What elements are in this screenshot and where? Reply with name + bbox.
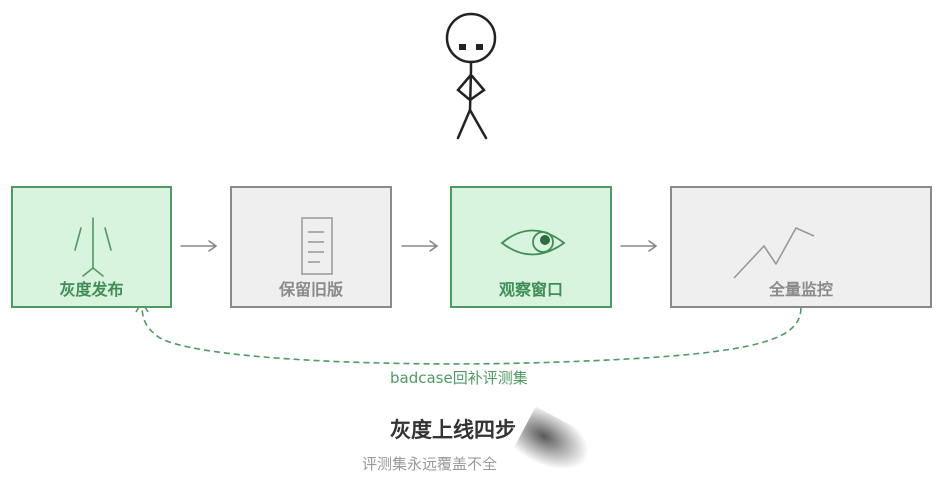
- step-label: 全量监控: [768, 280, 833, 299]
- arrow-2-3: [401, 240, 439, 252]
- trend-line-icon: [733, 227, 815, 279]
- document-icon: [301, 217, 333, 275]
- step-label: 观察窗口: [498, 280, 563, 299]
- step-box-keep-old-version: 保留旧版: [230, 186, 392, 308]
- arrow-1-2: [180, 240, 218, 252]
- step-box-full-monitoring: 全量监控: [670, 186, 932, 308]
- split-arrow-icon: [74, 217, 112, 277]
- step-box-gray-release: 灰度发布: [11, 186, 172, 308]
- diagram-title: 灰度上线四步: [390, 418, 516, 442]
- stick-figure-icon: [445, 12, 497, 140]
- step-label: 保留旧版: [278, 280, 343, 299]
- feedback-loop-arrow: [141, 304, 802, 365]
- step-label: 灰度发布: [59, 280, 124, 299]
- feedback-loop-label: badcase回补评测集: [390, 369, 528, 387]
- diagram-subtitle: 评测集永远覆盖不全: [362, 455, 498, 473]
- arrow-3-4: [620, 240, 658, 252]
- step-box-observe-window: 观察窗口: [450, 186, 612, 308]
- eye-icon: [500, 229, 566, 256]
